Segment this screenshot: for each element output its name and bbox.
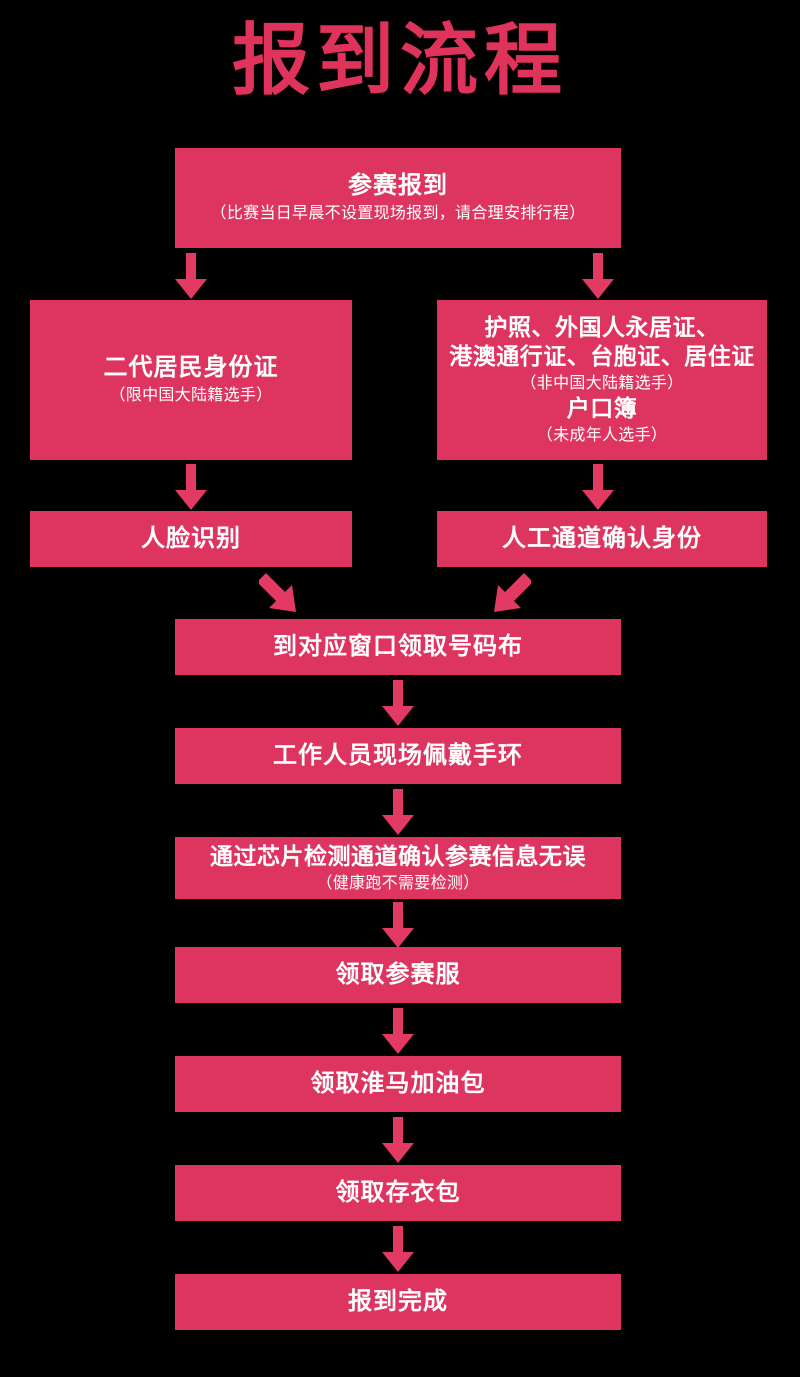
arrow-down-icon: [381, 789, 415, 835]
arrow-down-icon: [174, 253, 208, 299]
flow-node-idcard: 二代居民身份证 （限中国大陆籍选手）: [30, 300, 352, 460]
flow-node-wristband-title: 工作人员现场佩戴手环: [273, 742, 523, 769]
arrow-down-icon: [381, 1117, 415, 1163]
arrow-down-left-icon: [490, 571, 534, 617]
flow-node-jersey: 领取参赛服: [175, 947, 621, 1003]
flow-node-face-title: 人脸识别: [141, 525, 241, 552]
flow-node-chip: 通过芯片检测通道确认参赛信息无误 （健康跑不需要检测）: [175, 837, 621, 899]
flow-node-bib: 到对应窗口领取号码布: [175, 619, 621, 675]
flow-node-fuelpack: 领取淮马加油包: [175, 1056, 621, 1112]
arrow-down-icon: [381, 1226, 415, 1272]
flow-node-done: 报到完成: [175, 1274, 621, 1330]
flow-node-bagdrop-title: 领取存衣包: [335, 1179, 461, 1206]
flow-node-checkin: 参赛报到 （比赛当日早晨不设置现场报到，请合理安排行程）: [175, 148, 621, 248]
flow-node-otherdocs-line3: 户口簿: [566, 395, 638, 422]
flow-node-jersey-title: 领取参赛服: [335, 961, 461, 988]
flow-node-bagdrop: 领取存衣包: [175, 1165, 621, 1221]
flow-node-checkin-note: （比赛当日早晨不设置现场报到，请合理安排行程）: [210, 205, 586, 223]
flow-node-face: 人脸识别: [30, 511, 352, 567]
flow-node-done-title: 报到完成: [348, 1288, 448, 1315]
flow-node-manual: 人工通道确认身份: [437, 511, 767, 567]
flow-node-otherdocs-note1: （非中国大陆籍选手）: [520, 374, 684, 392]
arrow-down-icon: [381, 680, 415, 726]
page-title: 报到流程: [231, 16, 568, 104]
arrow-down-icon: [381, 1008, 415, 1054]
arrow-down-right-icon: [256, 571, 300, 617]
flow-node-wristband: 工作人员现场佩戴手环: [175, 728, 621, 784]
flow-node-idcard-note: （限中国大陆籍选手）: [109, 387, 273, 405]
flow-node-otherdocs-note2: （未成年人选手）: [536, 427, 668, 445]
flow-node-chip-note: （健康跑不需要检测）: [316, 874, 480, 892]
flow-node-manual-title: 人工通道确认身份: [502, 525, 702, 552]
flow-node-otherdocs-line2: 港澳通行证、台胞证、居住证: [449, 343, 755, 370]
flow-node-checkin-title: 参赛报到: [348, 172, 448, 200]
flow-node-otherdocs: 护照、外国人永居证、 港澳通行证、台胞证、居住证 （非中国大陆籍选手） 户口簿 …: [437, 300, 767, 460]
flow-node-bib-title: 到对应窗口领取号码布: [273, 633, 523, 660]
flow-node-idcard-title: 二代居民身份证: [103, 354, 279, 382]
flow-node-fuelpack-title: 领取淮马加油包: [310, 1070, 486, 1097]
flow-node-otherdocs-line1: 护照、外国人永居证、: [484, 314, 720, 341]
arrow-down-icon: [581, 253, 615, 299]
arrow-down-icon: [174, 464, 208, 510]
arrow-down-icon: [381, 902, 415, 948]
arrow-down-icon: [581, 464, 615, 510]
flow-node-chip-title: 通过芯片检测通道确认参赛信息无误: [210, 842, 586, 869]
